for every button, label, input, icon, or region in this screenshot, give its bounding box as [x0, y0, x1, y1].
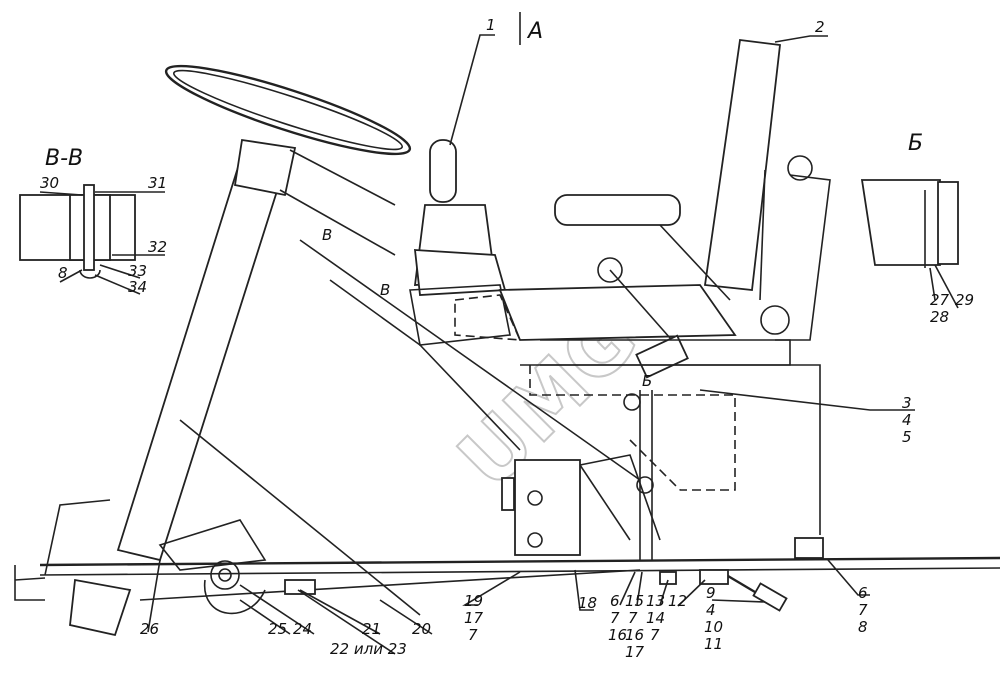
callout-7d: 7	[650, 626, 660, 644]
section-bb-detail	[19, 184, 165, 295]
steering-wheel	[164, 64, 412, 156]
callout-24: 24	[293, 620, 312, 638]
callout-17b: 17	[625, 643, 645, 661]
callout-1: 1	[486, 16, 496, 34]
callout-31: 31	[148, 174, 167, 192]
callout-8-right: 8	[858, 618, 868, 636]
hose-fitting	[727, 574, 788, 612]
callout-11: 11	[704, 635, 723, 653]
seat-base	[501, 339, 824, 560]
section-mark-bb: Б	[642, 372, 652, 390]
callout-17: 17	[464, 609, 484, 627]
callout-8: 8	[58, 264, 68, 282]
callout-6-right: 6	[858, 584, 868, 602]
callout-6: 6	[610, 592, 620, 610]
callout-33: 33	[128, 262, 147, 280]
callout-3: 3	[902, 394, 912, 412]
callout-7-right: 7	[858, 601, 868, 619]
callout-26: 26	[140, 620, 159, 638]
callout-12: 12	[668, 592, 687, 610]
callout-7c: 7	[628, 609, 638, 627]
callout-25: 25	[268, 620, 287, 638]
callout-27: 27	[930, 291, 950, 309]
callout-14: 14	[646, 609, 665, 627]
callout-10: 10	[704, 618, 723, 636]
callout-16a: 16	[608, 626, 627, 644]
section-bb-title: В-В	[45, 146, 83, 171]
callout-22-or-23: 22 или 23	[330, 640, 407, 658]
coupling	[284, 569, 729, 595]
callout-30: 30	[40, 174, 59, 192]
callout-4: 4	[902, 411, 912, 429]
section-b-title: Б	[908, 131, 923, 156]
callout-18: 18	[578, 594, 597, 612]
steering-column	[69, 138, 396, 637]
leader-lines	[147, 12, 915, 655]
section-b-detail	[860, 179, 959, 309]
pipe-line	[139, 569, 641, 601]
callout-7b: 7	[610, 609, 620, 627]
callout-13: 13	[646, 592, 665, 610]
view-a-label: A	[526, 19, 543, 44]
section-mark-b2: В	[380, 281, 390, 299]
callout-7a: 7	[468, 626, 478, 644]
callout-29: 29	[955, 291, 974, 309]
callout-19: 19	[464, 592, 483, 610]
callout-32: 32	[148, 238, 167, 256]
callout-21: 21	[362, 620, 381, 638]
seat	[498, 38, 831, 379]
callout-15: 15	[625, 592, 644, 610]
callout-5: 5	[902, 428, 912, 446]
callout-9: 9	[706, 584, 716, 602]
floor-plate	[14, 499, 1000, 601]
callout-4b: 4	[706, 601, 716, 619]
control-lever	[299, 139, 641, 481]
hidden-outline	[454, 294, 736, 491]
callout-2: 2	[815, 18, 825, 36]
callout-28: 28	[930, 308, 949, 326]
callout-20: 20	[412, 620, 431, 638]
callout-16b: 16	[625, 626, 644, 644]
rod-20	[179, 419, 421, 616]
callout-34: 34	[128, 278, 147, 296]
section-mark-b1: В	[322, 226, 332, 244]
